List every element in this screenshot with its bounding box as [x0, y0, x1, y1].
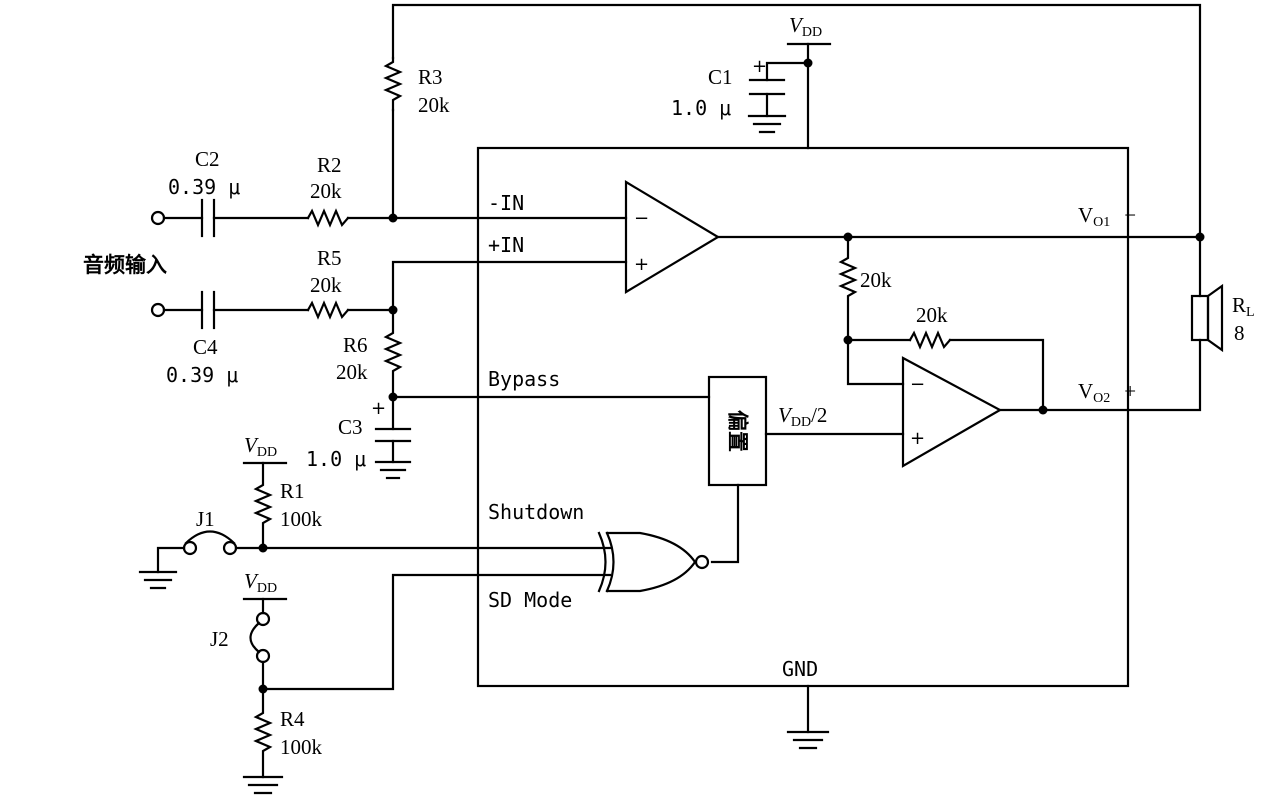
- input-terminal-1[interactable]: [150, 210, 166, 226]
- xnor-gate: [266, 531, 710, 691]
- c3-polarity: +: [371, 398, 386, 419]
- r3-name: R3: [418, 65, 443, 89]
- c4-name: C4: [193, 335, 218, 359]
- opamp1-minus: −: [634, 208, 649, 229]
- pin-shutdown: Shutdown: [488, 500, 584, 524]
- pin-pos-in: +IN: [488, 233, 524, 257]
- r4-value: 100k: [280, 735, 323, 759]
- rf2-value: 20k: [916, 303, 948, 327]
- vdd-r1-label: VDD: [244, 433, 277, 460]
- pin-gnd: GND: [782, 657, 818, 681]
- opamp1-plus: +: [634, 254, 649, 275]
- input-terminal-2[interactable]: [150, 302, 166, 318]
- c1-polarity: +: [752, 56, 767, 77]
- resistor-r6: R6 20k: [336, 308, 403, 399]
- r5-value: 20k: [310, 273, 342, 297]
- r5-name: R5: [317, 246, 342, 270]
- c1-value: 1.0 μ: [671, 96, 731, 120]
- c3-value: 1.0 μ: [306, 447, 366, 471]
- vdd-j2-label: VDD: [244, 569, 277, 596]
- r6-value: 20k: [336, 360, 368, 384]
- rl-value: 8: [1234, 321, 1245, 345]
- resistor-rf2: 20k: [846, 303, 1045, 412]
- opamp2-plus: +: [910, 428, 925, 449]
- rl-name: RL: [1232, 293, 1255, 320]
- jumper-j2-pin-a[interactable]: [255, 611, 271, 627]
- j2-name: J2: [210, 627, 229, 651]
- resistor-r3: R3 20k: [383, 56, 450, 117]
- shutdown-network: VDD R1 100k J1: [138, 433, 323, 590]
- resistor-rf1: 20k: [838, 235, 892, 345]
- opamp-2: − +: [764, 338, 1202, 468]
- vdd-top-label: VDD: [789, 13, 822, 40]
- c1-name: C1: [708, 65, 733, 89]
- j1-name: J1: [196, 507, 215, 531]
- opamp2-minus: −: [910, 374, 925, 395]
- ic-ground: [786, 684, 830, 750]
- vo1-label: VO1−: [1078, 203, 1136, 230]
- bias-block: 偏置 VDD/2: [707, 375, 827, 564]
- input-inverting-path: C2 0.39 μ R2 20k: [150, 147, 628, 238]
- capacitor-c1: + C1 1.0 μ: [671, 56, 810, 134]
- pin-bypass: Bypass: [488, 367, 560, 391]
- r6-name: R6: [343, 333, 368, 357]
- c3-name: C3: [338, 415, 363, 439]
- audio-input-label: 音频输入: [83, 253, 167, 277]
- r4-name: R4: [280, 707, 305, 731]
- pin-neg-in: -IN: [488, 191, 524, 215]
- input-noninverting-path: R5 20k C4 0.39 μ: [150, 246, 628, 387]
- r1-name: R1: [280, 479, 305, 503]
- pin-sd-mode: SD Mode: [488, 588, 572, 612]
- r3-value: 20k: [418, 93, 450, 117]
- r2-value: 20k: [310, 179, 342, 203]
- c2-name: C2: [195, 147, 220, 171]
- feedback-wire: [391, 3, 1202, 239]
- ic-package-outline: [476, 146, 1130, 688]
- bias-label: 偏置: [726, 410, 750, 452]
- vdd-top: VDD: [786, 13, 832, 150]
- speaker-rl: RL 8: [1190, 235, 1255, 353]
- rf1-value: 20k: [860, 268, 892, 292]
- bypass-network: + C3 1.0 μ: [306, 392, 711, 480]
- c2-value: 0.39 μ: [168, 175, 240, 199]
- r2-name: R2: [317, 153, 342, 177]
- sd-mode-network: VDD J2 R4 100k: [210, 569, 323, 795]
- opamp-1: − +: [624, 180, 1205, 294]
- c4-value: 0.39 μ: [166, 363, 238, 387]
- r1-value: 100k: [280, 507, 323, 531]
- vdd-half-label: VDD/2: [778, 403, 827, 430]
- vo2-label: VO2+: [1078, 379, 1136, 406]
